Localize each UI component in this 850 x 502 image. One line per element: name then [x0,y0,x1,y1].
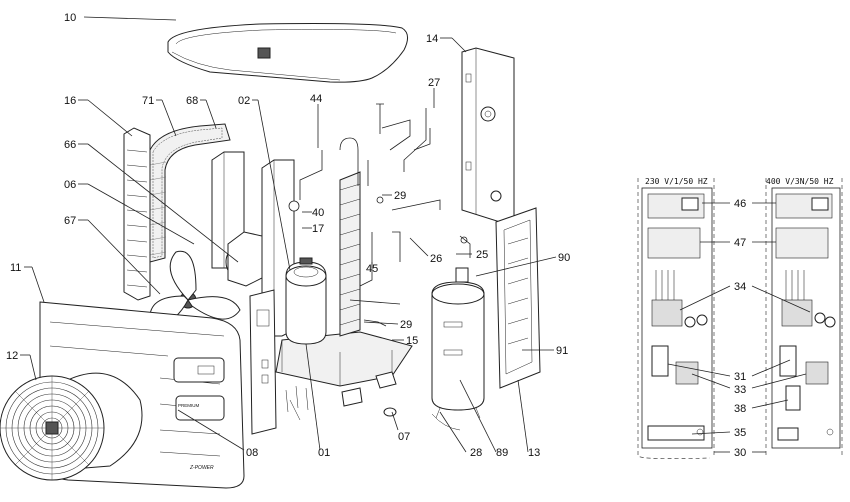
rear-panel [461,47,515,223]
callout-16: 16 [64,95,76,107]
panel-callout-labels: 46 47 34 31 33 38 35 30 [734,198,746,459]
callout-40: 40 [312,207,324,219]
callout-06: 06 [64,179,76,191]
panel-leader-lines [667,202,811,453]
callout-30: 30 [734,447,746,459]
electrical-panel-230v: 230 V/1/50 HZ [637,177,715,459]
callout-13: 13 [528,447,540,459]
callout-labels: 10 16 71 68 02 44 14 27 66 06 67 40 17 2… [6,12,570,459]
callout-29-top: 29 [394,190,406,202]
callout-67: 67 [64,215,76,227]
callout-45: 45 [366,263,378,275]
callout-46: 46 [734,198,746,210]
callout-89: 89 [496,447,508,459]
callout-35: 35 [734,427,746,439]
fan-grille [0,372,143,481]
callout-02: 02 [238,95,250,107]
callout-12: 12 [6,350,18,362]
callout-28: 28 [470,447,482,459]
callout-27: 27 [428,77,440,89]
callout-44: 44 [310,93,322,105]
mounting-parts [285,371,461,431]
premium-text: PREMIUM [178,403,200,408]
callout-01: 01 [318,447,330,459]
callout-71: 71 [142,95,154,107]
callout-25: 25 [476,249,488,261]
callout-47: 47 [734,237,746,249]
condenser-coil [339,171,361,337]
compressor [285,257,327,345]
callout-17: 17 [312,223,324,235]
left-side-grille [123,127,151,301]
callout-90: 90 [558,252,570,264]
callout-15: 15 [406,335,418,347]
callout-29-bottom: 29 [400,319,412,331]
callout-14: 14 [426,33,438,45]
panel-title-400v: 400 V/3N/50 HZ [766,177,834,186]
callout-34: 34 [734,281,746,293]
callout-91: 91 [556,345,568,357]
electrical-plate [249,289,277,435]
refrigerant-piping [288,103,471,327]
evaporator-coil [149,123,231,263]
fan-motor [225,231,263,287]
callout-10: 10 [64,12,76,24]
top-cover [167,23,408,83]
callout-26: 26 [430,253,442,265]
callout-66: 66 [64,139,76,151]
leader-lines [20,16,557,453]
callout-38: 38 [734,403,746,415]
callout-68: 68 [186,95,198,107]
callout-33: 33 [734,384,746,396]
callout-08: 08 [246,447,258,459]
callout-11: 11 [10,262,21,274]
electrical-panel-400v: 400 V/3N/50 HZ [765,177,843,456]
callout-31: 31 [734,371,746,383]
panel-title-230v: 230 V/1/50 HZ [645,177,708,186]
heat-exchanger-tank [431,267,485,419]
brand-text: Z-POWER [189,465,214,471]
right-side-grille [495,207,541,389]
callout-07: 07 [398,431,410,443]
